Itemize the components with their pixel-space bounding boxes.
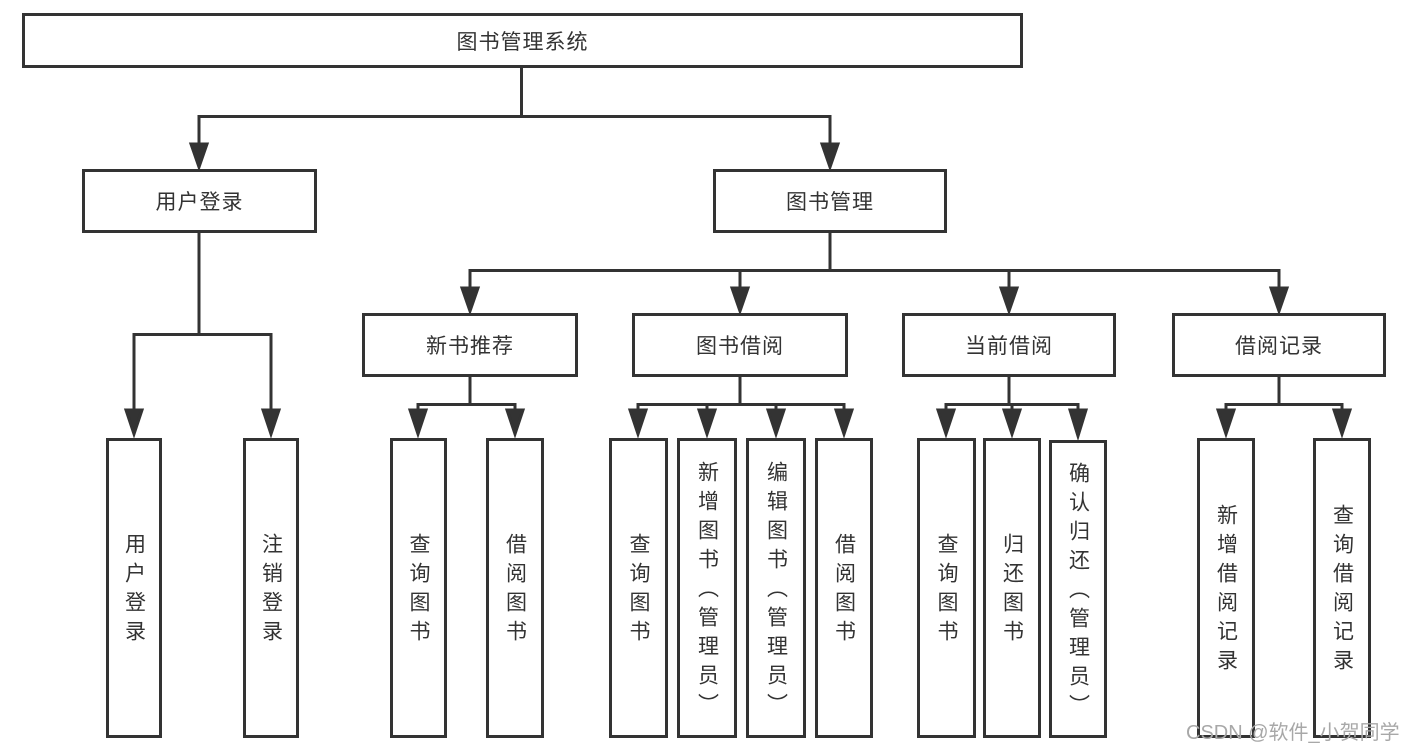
node-book-management-label: 图书管理	[786, 191, 874, 214]
leaf-add-books-admin-label: 新增图书（管理员）	[695, 460, 719, 722]
leaf-borrow-books-label: 借阅图书	[832, 533, 856, 649]
leaf-query-books-borrow-label: 查询图书	[627, 533, 650, 649]
leaf-query-books-current-label: 查询图书	[935, 533, 958, 649]
connector-current-leaves	[935, 377, 1089, 442]
leaf-query-books-current: 查询图书	[917, 438, 976, 738]
node-book-borrow-label: 图书借阅	[696, 335, 784, 358]
leaf-confirm-return-admin-label: 确认归还（管理员）	[1066, 461, 1090, 723]
leaf-logout-label: 注销登录	[259, 533, 283, 649]
node-root-label: 图书管理系统	[456, 30, 589, 54]
node-current-borrow-label: 当前借阅	[965, 335, 1053, 358]
connector-newbook-leaves	[407, 377, 526, 439]
node-borrow-records-label: 借阅记录	[1235, 335, 1323, 358]
node-book-borrow: 图书借阅	[632, 313, 848, 377]
leaf-edit-books-admin-label: 编辑图书（管理员）	[764, 460, 788, 722]
connector-bookmgmt-to-level3	[459, 233, 1290, 316]
node-new-book-recommend-label: 新书推荐	[426, 335, 514, 358]
leaf-confirm-return-admin: 确认归还（管理员）	[1049, 440, 1107, 738]
leaf-edit-books-admin: 编辑图书（管理员）	[746, 438, 806, 738]
connector-root-to-level2	[188, 68, 841, 172]
leaf-return-books-label: 归还图书	[1000, 533, 1024, 649]
node-user-login-label: 用户登录	[155, 191, 244, 214]
csdn-watermark: CSDN @软件_小贺同学	[1186, 722, 1400, 744]
leaf-query-books-recommend: 查询图书	[390, 438, 447, 738]
connector-borrow-leaves	[627, 377, 855, 439]
node-borrow-records: 借阅记录	[1172, 313, 1386, 377]
leaf-logout: 注销登录	[243, 438, 299, 738]
leaf-add-books-admin: 新增图书（管理员）	[677, 438, 737, 738]
node-root-system: 图书管理系统	[22, 13, 1023, 68]
connector-login-leaves	[123, 233, 282, 439]
leaf-borrow-books-recommend: 借阅图书	[486, 438, 544, 738]
connector-records-leaves	[1215, 377, 1353, 439]
node-book-management: 图书管理	[713, 169, 947, 233]
node-current-borrow: 当前借阅	[902, 313, 1116, 377]
leaf-user-login-label: 用户登录	[122, 533, 146, 649]
leaf-query-borrow-record-label: 查询借阅记录	[1330, 504, 1354, 678]
leaf-query-books-recommend-label: 查询图书	[407, 533, 430, 649]
leaf-borrow-books-recommend-label: 借阅图书	[503, 533, 527, 649]
leaf-return-books: 归还图书	[983, 438, 1041, 738]
leaf-add-borrow-record: 新增借阅记录	[1197, 438, 1255, 738]
node-new-book-recommend: 新书推荐	[362, 313, 578, 377]
leaf-add-borrow-record-label: 新增借阅记录	[1214, 504, 1238, 678]
node-user-login: 用户登录	[82, 169, 317, 233]
leaf-borrow-books: 借阅图书	[815, 438, 873, 738]
leaf-query-borrow-record: 查询借阅记录	[1313, 438, 1371, 738]
leaf-user-login: 用户登录	[106, 438, 162, 738]
leaf-query-books-borrow: 查询图书	[609, 438, 668, 738]
